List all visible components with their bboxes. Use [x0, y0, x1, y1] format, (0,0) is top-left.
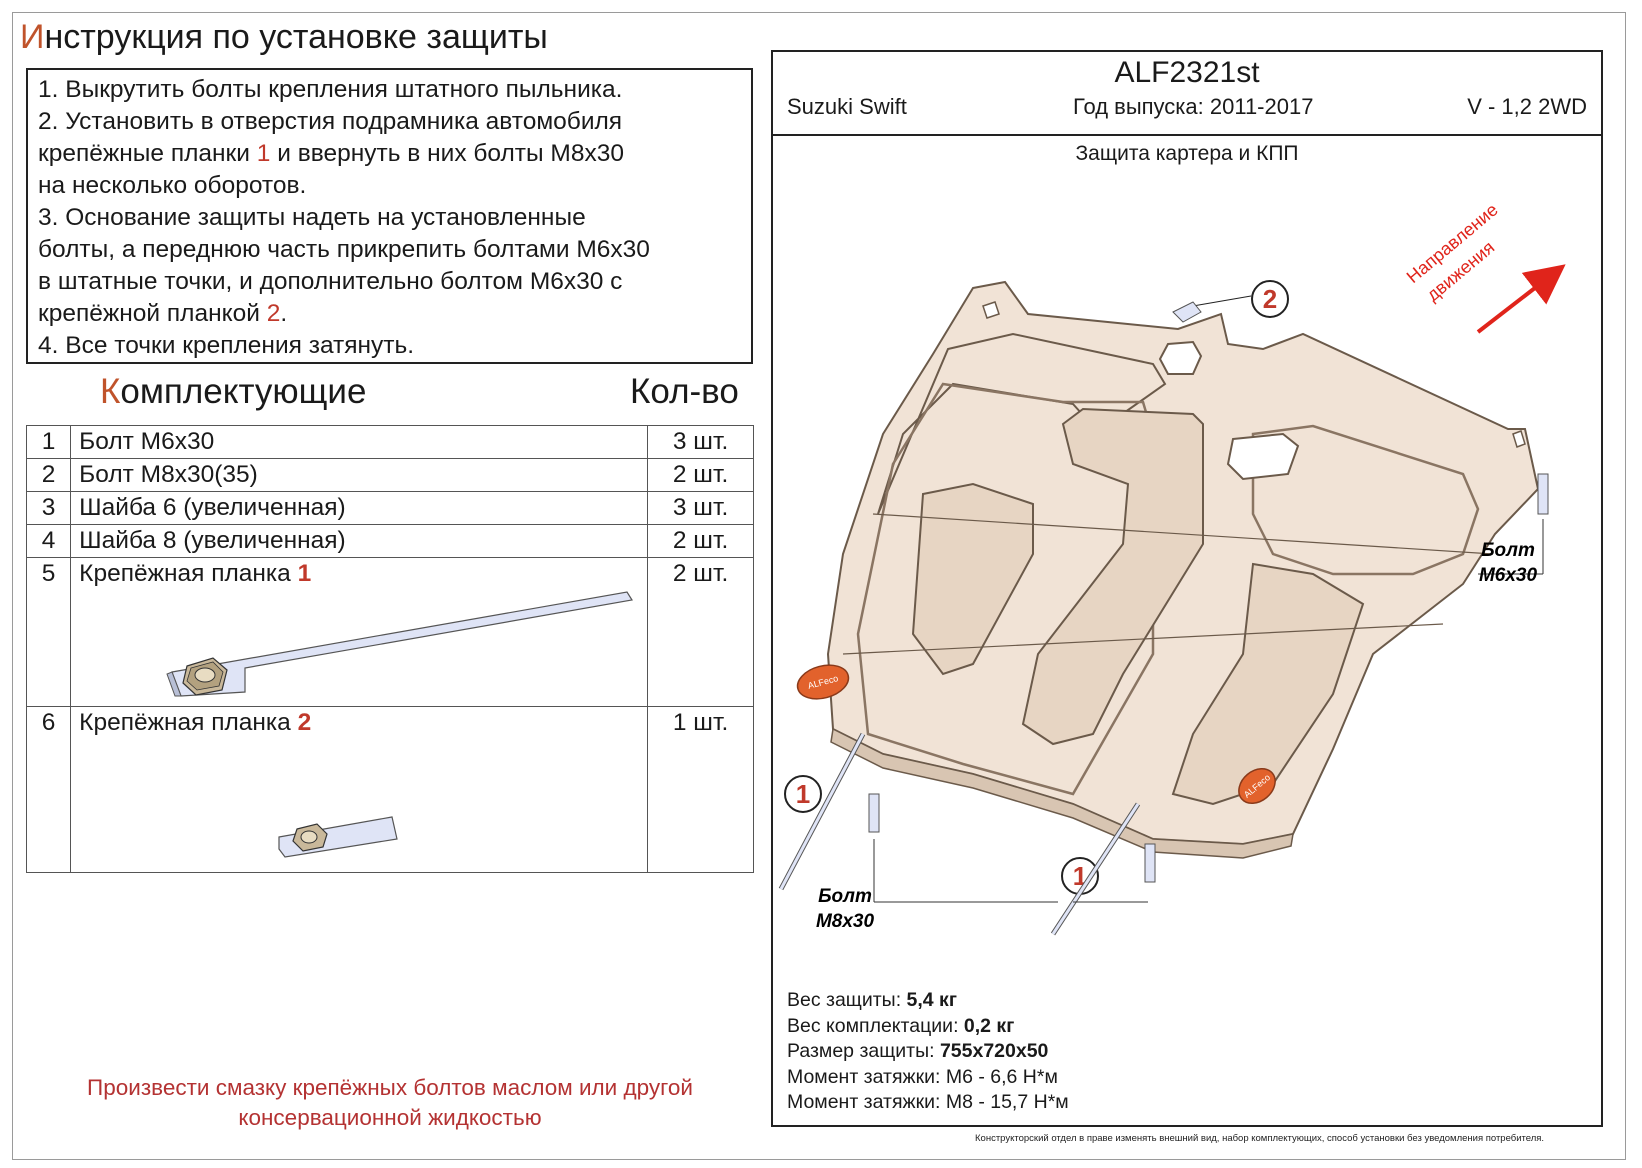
table-row: 3 Шайба 6 (увеличенная) 3 шт. — [25, 491, 754, 525]
direction-indicator: Направление движения — [1403, 199, 1566, 334]
svg-text:Болт: Болт — [818, 886, 872, 907]
spec-torque-m8: Момент затяжки: М8 - 15,7 Н*м — [787, 1091, 1069, 1113]
step-line: в штатные точки, и дополнительно болтом … — [38, 268, 623, 295]
product-header: ALF2321st Suzuki Swift Год выпуска: 2011… — [773, 52, 1601, 136]
table-row: 5 Крепёжная планка 1 2 шт. — [25, 557, 754, 707]
row-number: 1 — [25, 425, 72, 459]
part-ref: 2 — [297, 709, 312, 736]
part-name: Болт М6х30 — [70, 425, 649, 459]
row-number: 6 — [25, 706, 72, 873]
skid-plate-drawing: ALFeco ALFeco Направление движения 2 1 — [778, 199, 1566, 936]
skid-plate: ALFeco ALFeco — [796, 280, 1540, 859]
part-qty: 1 шт. — [647, 706, 754, 873]
note-line: Произвести смазку крепёжных болтов масло… — [87, 1075, 693, 1100]
part-name: Крепёжная планка — [79, 560, 298, 587]
step-line: болты, а переднюю часть прикрепить болта… — [38, 236, 650, 263]
step-line: крепёжные планки 1 и ввернуть в них болт… — [38, 140, 624, 167]
svg-text:2: 2 — [1263, 284, 1277, 314]
step-line: 1. Выкрутить болты крепления штатного пы… — [38, 76, 623, 103]
table-row: 2 Болт М8х30(35) 2 шт. — [25, 458, 754, 492]
lubrication-note: Произвести смазку крепёжных болтов масло… — [26, 1073, 754, 1133]
quantity-heading: Кол-во — [630, 372, 739, 411]
part-cell: Крепёжная планка 1 — [70, 557, 649, 707]
step-ref: 2 — [266, 300, 281, 327]
disclaimer: Конструкторский отдел в праве изменять в… — [975, 1133, 1545, 1144]
step-line: 2. Установить в отверстия подрамника авт… — [38, 108, 623, 135]
spec-torque-m6: Момент затяжки: М6 - 6,6 Н*м — [787, 1065, 1058, 1088]
bolt-m6-front: Болт М6х30 — [1478, 473, 1549, 586]
step-line: 3. Основание защиты надеть на установлен… — [38, 204, 586, 231]
step-line: крепёжной планкой 2. — [38, 300, 288, 327]
svg-text:1: 1 — [796, 779, 810, 809]
row-number: 2 — [25, 458, 72, 492]
callout-1-right: 1 — [1050, 802, 1141, 936]
part-qty: 3 шт. — [647, 425, 754, 459]
alfeco-logo-left: ALFeco — [796, 664, 850, 700]
row-number: 3 — [25, 491, 72, 525]
product-panel: ALF2321st Suzuki Swift Год выпуска: 2011… — [771, 50, 1603, 1127]
part-name: Крепёжная планка — [79, 709, 298, 736]
mounting-plank-1-image — [166, 591, 634, 697]
table-row: 1 Болт М6х30 3 шт. — [25, 425, 754, 459]
part-qty: 2 шт. — [647, 524, 754, 558]
table-row: 4 Шайба 8 (увеличенная) 2 шт. — [25, 524, 754, 558]
page-border — [12, 12, 1626, 1160]
mounting-plank-2-image — [278, 816, 398, 858]
part-name: Болт М8х30(35) — [70, 458, 649, 492]
step-line: на несколько оборотов. — [38, 172, 307, 199]
part-qty: 2 шт. — [647, 458, 754, 492]
part-name: Шайба 6 (увеличенная) — [70, 491, 649, 525]
svg-text:М6х30: М6х30 — [1479, 565, 1538, 586]
note-line: консервационной жидкостью — [238, 1105, 542, 1130]
row-number: 4 — [25, 524, 72, 558]
spec-kit-weight: Вес комплектации: 0,2 кг — [787, 1014, 1015, 1037]
bolt-m8-rear: Болт М8х30 — [816, 793, 1156, 932]
part-qty: 2 шт. — [647, 557, 754, 707]
row-number: 5 — [25, 557, 72, 707]
svg-text:Болт: Болт — [1481, 540, 1535, 561]
part-cell: Крепёжная планка 2 — [70, 706, 649, 873]
title-first-letter: И — [20, 18, 45, 56]
table-row: 6 Крепёжная планка 2 1 шт. — [25, 706, 754, 873]
page-title: Инструкция по установке защиты — [20, 16, 548, 58]
protection-type: Защита картера и КПП — [1075, 142, 1299, 165]
part-name: Шайба 8 (увеличенная) — [70, 524, 649, 558]
alfeco-logo-right: ALFeco — [1238, 768, 1276, 804]
callout-2: 2 — [1172, 280, 1289, 323]
specifications: Вес защиты: 5,4 кг Вес комплектации: 0,2… — [787, 988, 1069, 1116]
svg-text:М8х30: М8х30 — [816, 911, 875, 932]
car-model: Suzuki Swift — [787, 94, 907, 119]
installation-steps: 1. Выкрутить болты крепления штатного пы… — [26, 68, 753, 364]
spec-weight: Вес защиты: 5,4 кг — [787, 989, 957, 1011]
title-rest: нструкция по установке защиты — [44, 18, 548, 56]
part-qty: 3 шт. — [647, 491, 754, 525]
callout-1-left: 1 — [778, 732, 866, 891]
spec-size: Размер защиты: 755х720х50 — [787, 1040, 1049, 1062]
product-code: ALF2321st — [1114, 56, 1260, 89]
components-heading: Комплектующие — [100, 372, 367, 411]
step-line: 4. Все точки крепления затянуть. — [38, 332, 415, 359]
components-table: 1 Болт М6х30 3 шт. 2 Болт М8х30(35) 2 шт… — [25, 425, 754, 873]
step-ref: 1 — [256, 140, 271, 167]
part-ref: 1 — [297, 560, 312, 587]
production-years: Год выпуска: 2011-2017 — [1073, 94, 1314, 119]
engine-info: V - 1,2 2WD — [1467, 94, 1587, 119]
